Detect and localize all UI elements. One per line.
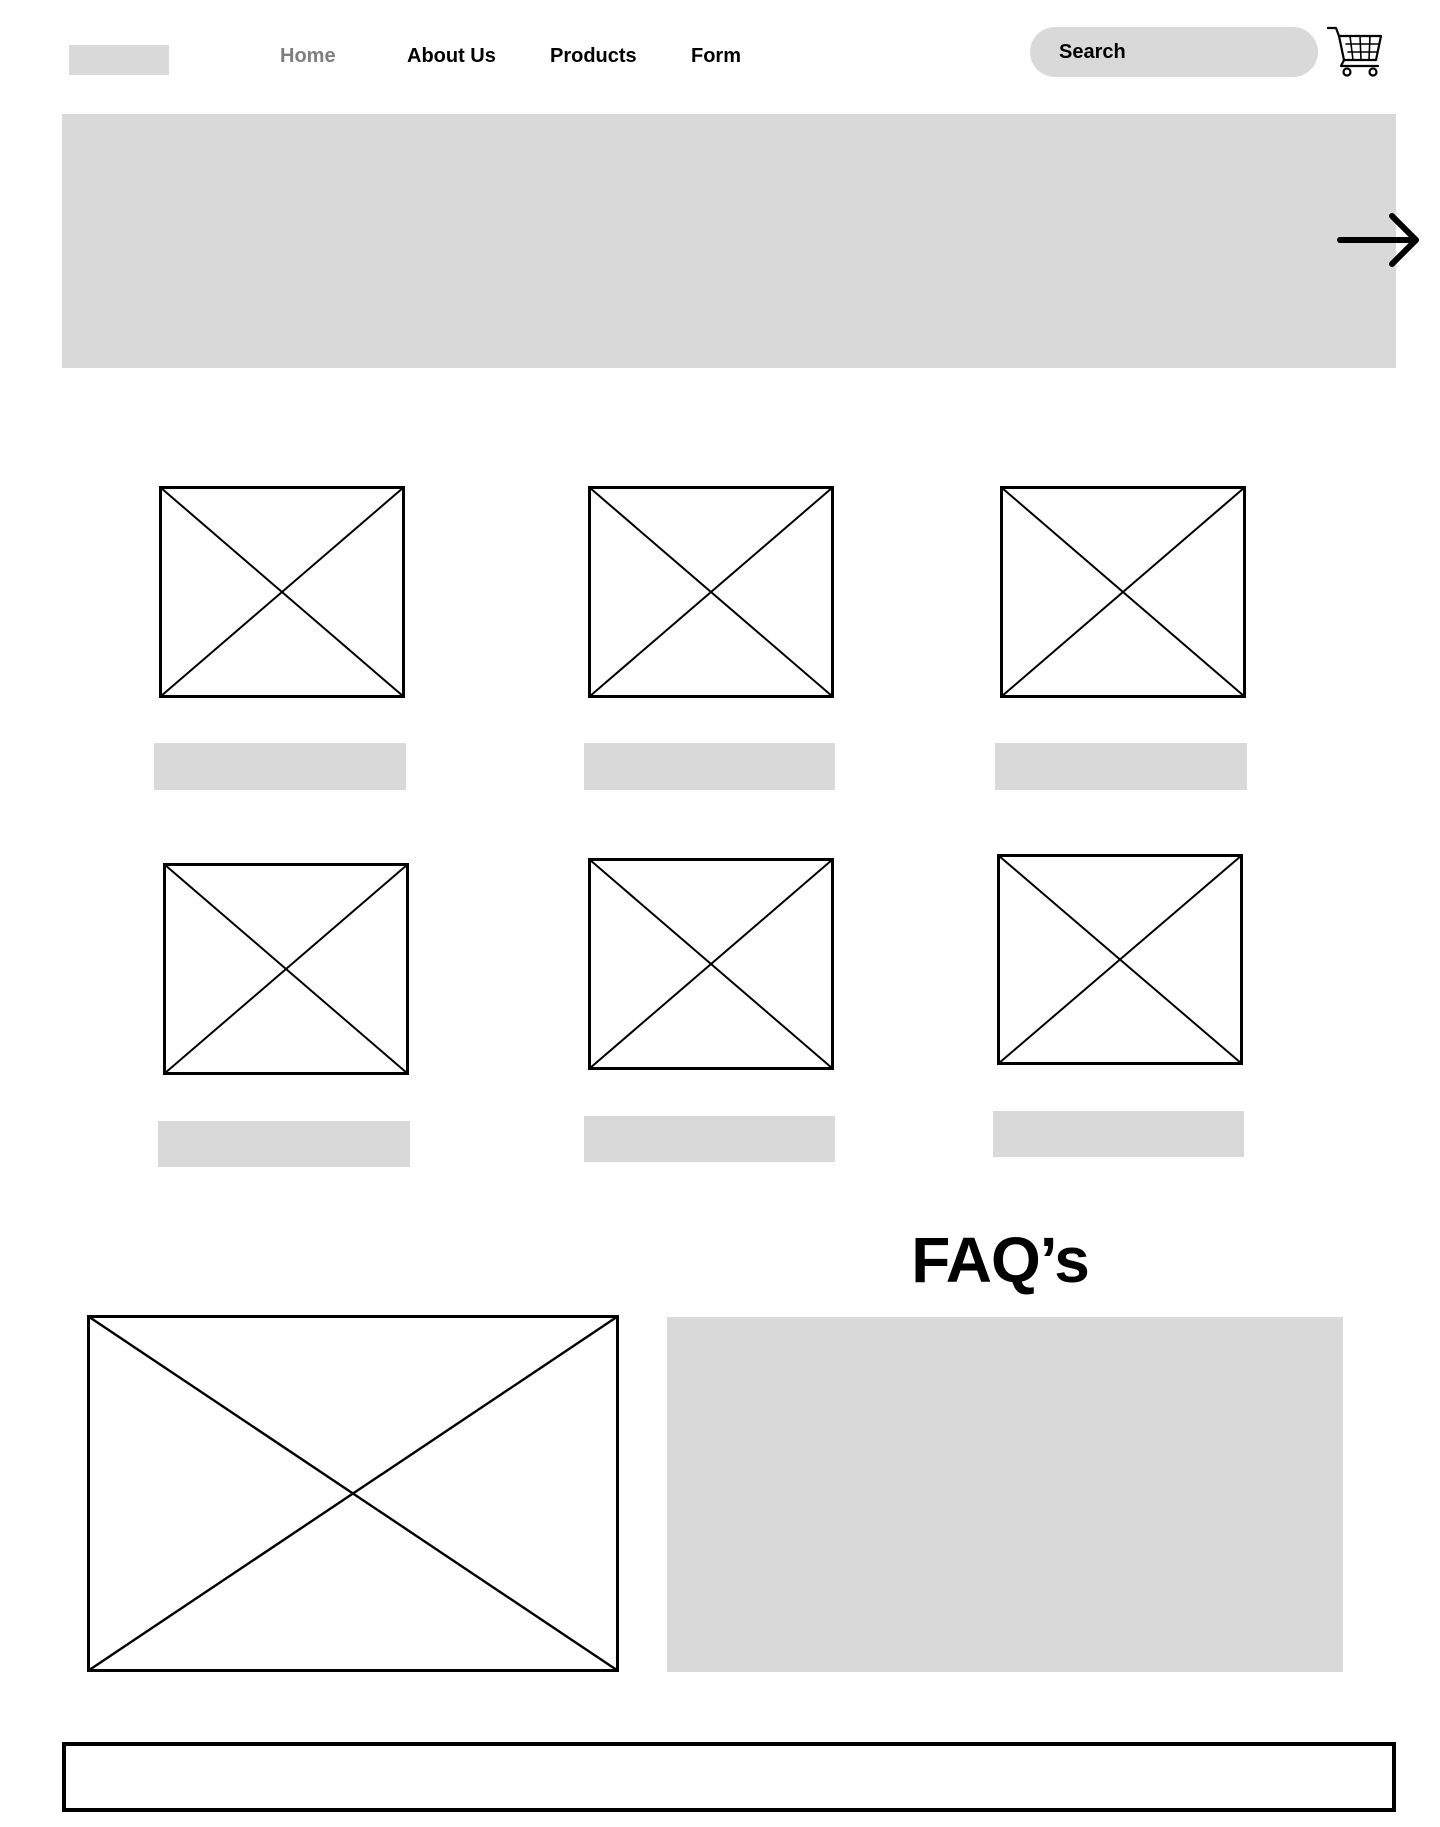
hero-banner xyxy=(62,114,1396,368)
product-title-placeholder[interactable] xyxy=(154,743,406,790)
search-placeholder: Search xyxy=(1059,40,1126,63)
arrow-right-icon[interactable] xyxy=(1336,210,1422,270)
faq-title: FAQ’s xyxy=(911,1224,1090,1296)
nav-form[interactable]: Form xyxy=(691,45,741,67)
product-image-icon[interactable] xyxy=(997,854,1243,1065)
search-input[interactable]: Search xyxy=(1030,27,1318,77)
shopping-cart-icon[interactable] xyxy=(1326,24,1384,80)
product-image-icon[interactable] xyxy=(588,858,834,1070)
faq-panel[interactable] xyxy=(667,1317,1343,1672)
faq-image-icon xyxy=(87,1315,619,1672)
product-image-icon[interactable] xyxy=(1000,486,1246,698)
product-title-placeholder[interactable] xyxy=(995,743,1247,790)
product-image-icon[interactable] xyxy=(588,486,834,698)
product-title-placeholder[interactable] xyxy=(993,1111,1244,1157)
nav-about-us[interactable]: About Us xyxy=(407,45,496,67)
product-title-placeholder[interactable] xyxy=(584,743,835,790)
product-title-placeholder[interactable] xyxy=(584,1116,835,1162)
product-image-icon[interactable] xyxy=(159,486,405,698)
logo-placeholder[interactable] xyxy=(69,45,169,75)
nav-products[interactable]: Products xyxy=(550,45,637,67)
product-image-icon[interactable] xyxy=(163,863,409,1075)
footer xyxy=(62,1742,1396,1812)
nav-home[interactable]: Home xyxy=(280,45,336,67)
product-title-placeholder[interactable] xyxy=(158,1121,410,1167)
